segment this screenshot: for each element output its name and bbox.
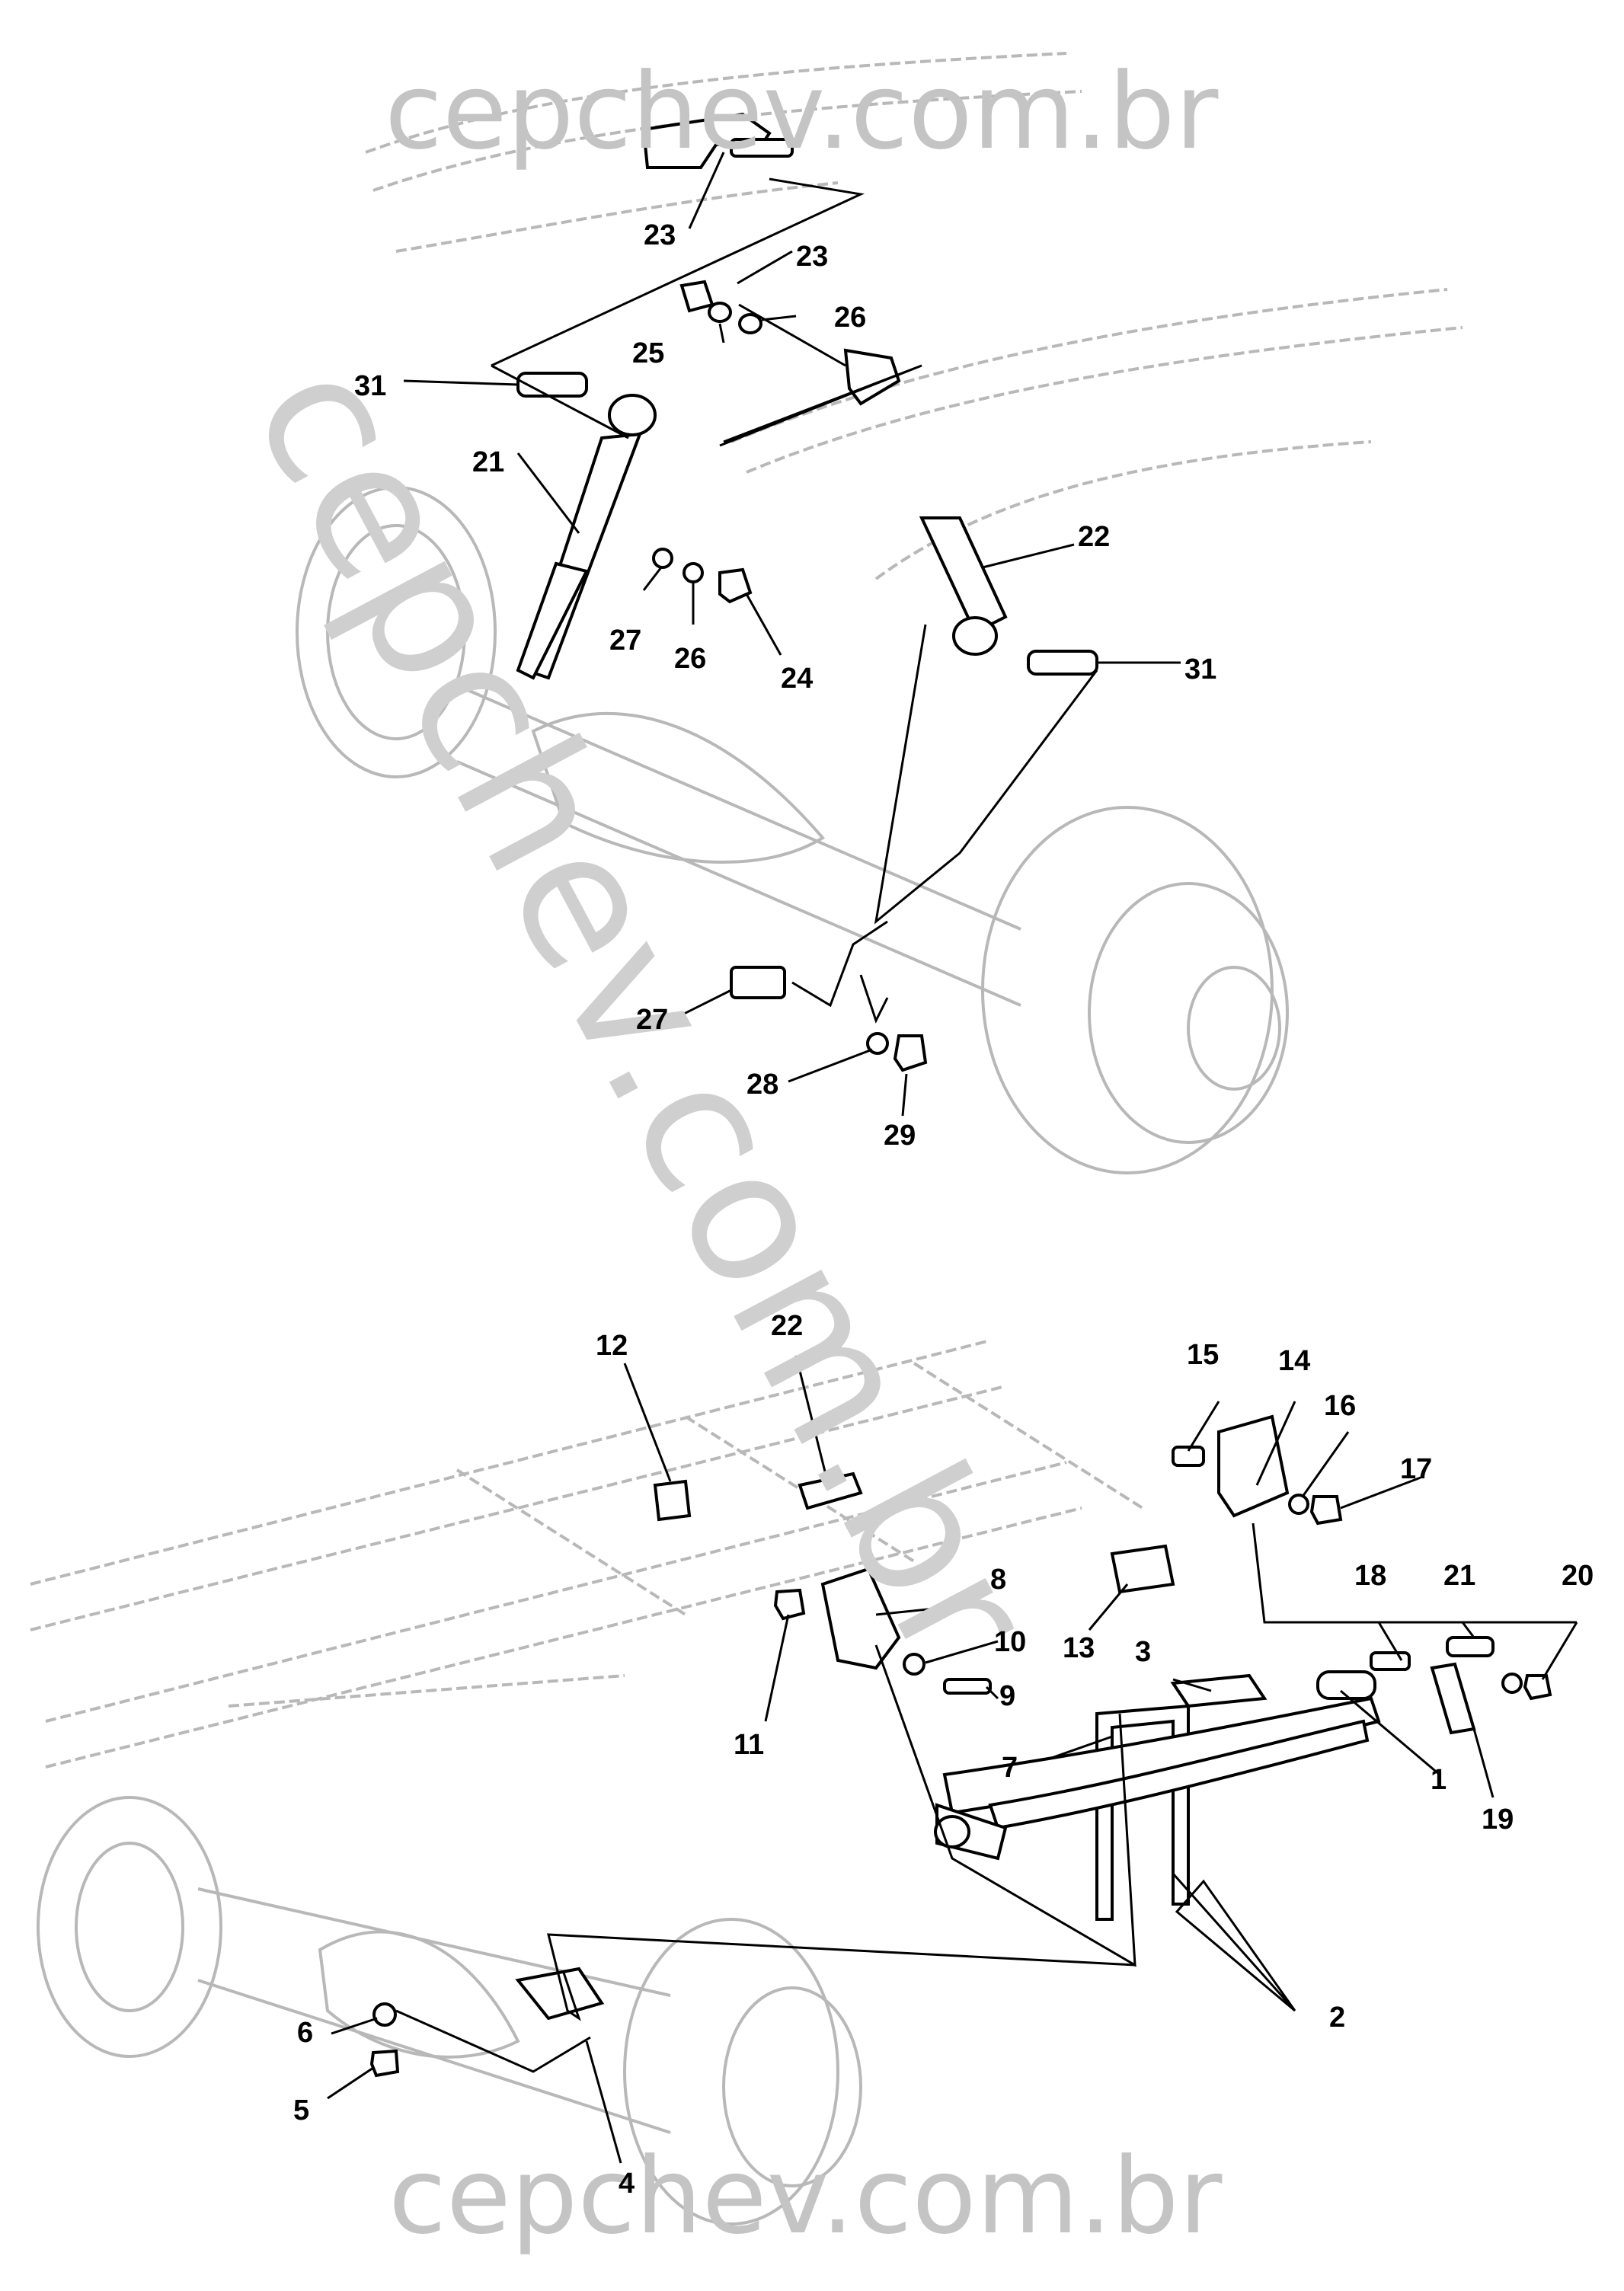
callout-2: 2 [1329, 2002, 1346, 2034]
callout-15: 15 [1187, 1339, 1220, 1371]
callout-6: 6 [297, 2017, 314, 2049]
callout-17: 17 [1400, 1453, 1433, 1485]
callout-14: 14 [1278, 1345, 1311, 1377]
callout-11: 11 [734, 1729, 765, 1761]
callout-30: 29 [884, 1120, 916, 1152]
callout-10: 10 [994, 1626, 1027, 1658]
callout-24: 23 [644, 219, 676, 251]
callout-27-bottom: 27 [609, 625, 642, 657]
callout-1: 1 [1431, 1764, 1447, 1796]
callout-19: 19 [1482, 1804, 1514, 1836]
callout-5: 5 [293, 2094, 310, 2126]
watermark-bottom: cepchev.com.br [388, 2135, 1223, 2257]
callout-8: 8 [990, 1564, 1007, 1596]
ghost-frame-lower [30, 1339, 1144, 1769]
callout-22: 22 [771, 1310, 804, 1342]
callout-31-right: 31 [1184, 653, 1217, 685]
callout-26-bottom: 26 [674, 643, 707, 675]
watermark-top: cepchev.com.br [385, 50, 1219, 173]
ghost-axle-upper [296, 486, 1289, 1174]
ghost-frame-upper [365, 52, 1463, 580]
callout-12: 12 [596, 1330, 628, 1362]
callout-16: 16 [1324, 1390, 1357, 1422]
leader-lines [327, 152, 1578, 2164]
callout-9: 9 [999, 1680, 1016, 1712]
callout-4: 4 [619, 2168, 635, 2200]
callout-27-top: 26 [834, 302, 867, 334]
callout-20: 20 [1562, 1560, 1594, 1592]
callout-28: 27 [636, 1004, 669, 1036]
callout-3: 3 [1135, 1636, 1152, 1668]
callout-23-left: 21 [472, 446, 505, 478]
parts [369, 112, 1552, 2078]
callout-18: 18 [1354, 1560, 1387, 1592]
callout-7: 7 [1002, 1752, 1018, 1784]
callout-25-bottom: 24 [781, 663, 814, 695]
callout-21: 21 [1443, 1560, 1476, 1592]
callout-31-left: 31 [354, 370, 387, 402]
callout-25-top: 23 [796, 241, 829, 273]
callout-13: 13 [1063, 1632, 1095, 1664]
callout-29: 28 [746, 1069, 779, 1101]
callout-23-right: 22 [1078, 521, 1111, 553]
ghost-axle-lower [37, 1796, 862, 2225]
callout-26-top: 25 [632, 337, 665, 369]
